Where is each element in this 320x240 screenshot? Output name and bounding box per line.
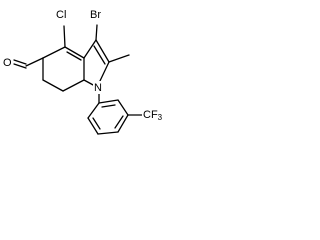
bond-c4-c3a [64,46,85,59]
bond-ph-4 [97,131,119,135]
bond-aldehyde-c-o-2 [13,63,27,69]
bond-c5-c4 [42,46,66,59]
bond-aldehyde-c-o-1 [13,59,27,65]
bond-c3-c2-inner [93,45,106,65]
bond-ph-5 [87,117,99,135]
bond-c3-c2 [95,39,110,63]
bond-c2-n1 [98,61,110,84]
bond-ph-inner-2 [114,115,124,129]
bond-ph-3 [117,114,129,133]
bond-c7-c7a [62,79,85,92]
bond-c3-br [95,24,98,41]
nitrogen-label: N [94,82,102,94]
bond-c4-c3a-inner [66,51,82,61]
bond-ph-2 [117,99,129,116]
bond-c2-methyl [108,54,130,63]
trifluoromethyl-main: CF [143,109,158,121]
bond-ph-inner-3 [92,117,101,130]
bond-ph-1 [98,99,119,104]
aldehyde-oxygen-label: O [3,57,12,69]
chloro-label: Cl [56,9,66,21]
bond-aldehyde-c5 [25,57,44,67]
bond-c3a-c3 [83,39,97,59]
bond-ph-6 [87,102,100,119]
trifluoromethyl-subscript: 3 [158,113,163,122]
bond-c6-c7 [42,79,64,92]
molecule-diagram: Cl Br O N CF3 [2,7,164,135]
bond-c4-cl [63,25,66,48]
bond-ph-inner-1 [101,104,116,108]
bromo-label: Br [90,9,101,21]
trifluoromethyl-label: CF3 [143,109,163,122]
